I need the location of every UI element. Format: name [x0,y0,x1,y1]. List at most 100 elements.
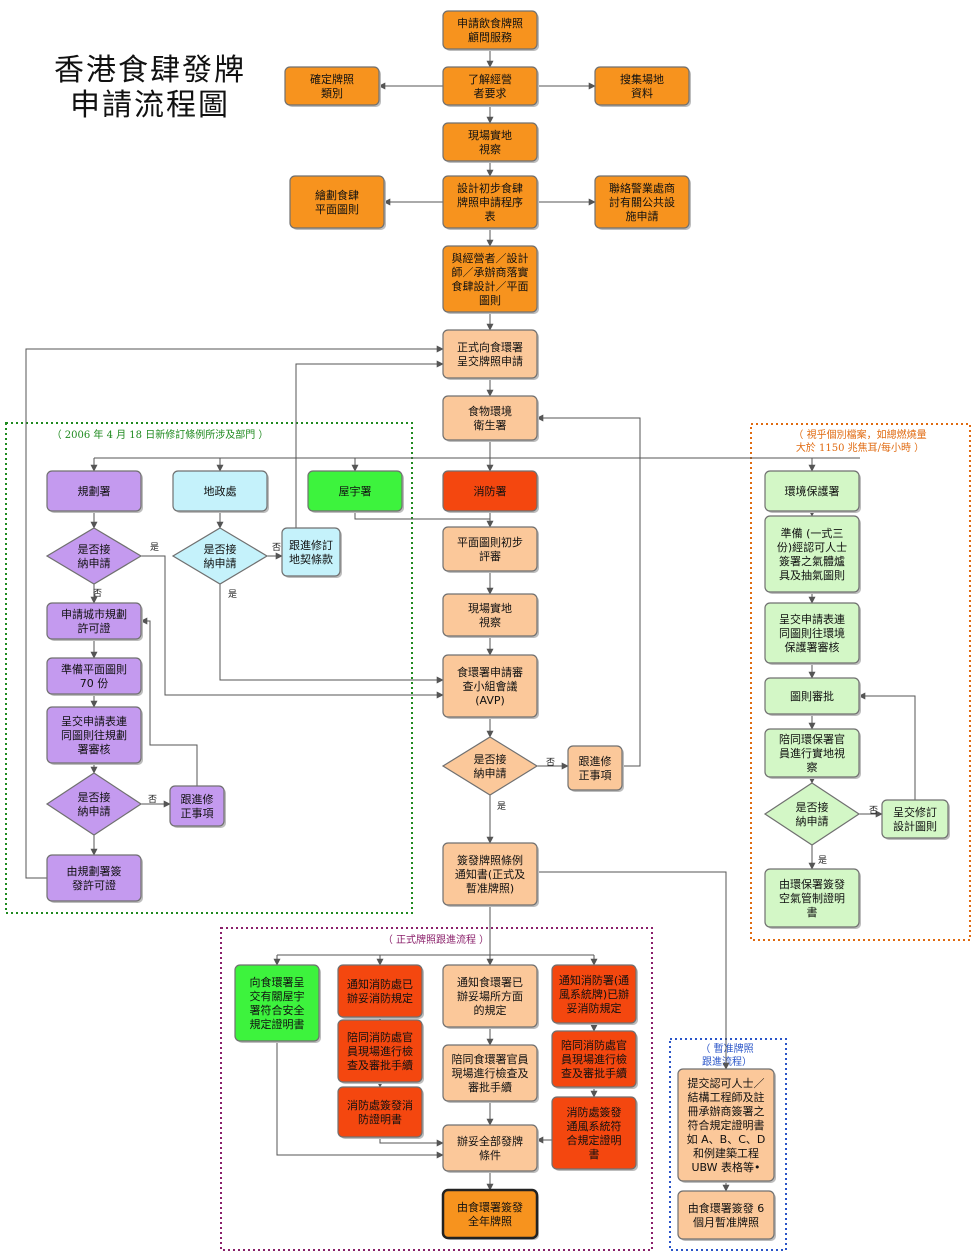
node-p_submit: 呈交申請表連同圖則往規劃署審核 [46,706,143,765]
node-p_permit: 申請城市規劃許可證 [46,602,143,641]
decision-label-no: 否 [93,588,102,599]
group-box-g2006 [5,422,413,914]
node-label-c4: 簽發牌照條例通知書(正式及暫准牌照) [455,853,525,895]
node-label-n6: 正式向食環署呈交牌照申請 [457,340,523,368]
connector-60 [276,1041,444,1159]
node-f2c: 消防處簽發消防證明書 [337,1086,424,1139]
node-label-pq2: 是否接納申請 [78,791,111,818]
node-label-f6: 由食環署簽發全年牌照 [457,1200,523,1228]
connector-30 [295,360,444,528]
node-label-n4r: 聯絡警業處商討有關公共設施申請 [609,181,675,223]
node-c1: 平面圖則初步評審 [442,526,539,573]
node-pq2: 是否接納申請 [45,772,143,836]
node-p_follow: 跟進修正事項 [169,785,226,828]
node-n1: 申請飲食牌照顧問服務 [442,10,539,51]
connector-45 [858,692,916,800]
node-n7: 食物環境衛生署 [442,395,539,442]
group-label-formal: （ 正式牌照跟進流程 ） [383,933,489,946]
node-label-fsd: 消防署 [474,484,507,498]
node-n4: 設計初步食肆牌照申請程序表 [442,175,539,230]
node-n2r: 搜集場地資料 [594,66,691,107]
node-label-pq1: 是否接納申請 [78,543,111,570]
decision-label-yes: 是 [497,801,506,812]
node-label-e4: 陪同環保署官員進行實地視察 [779,732,845,774]
node-label-n3: 現場實地視察 [468,128,512,156]
node-n4l: 繪劃食肆平面圖則 [289,175,386,230]
connector-31 [354,511,490,520]
node-label-f2c: 消防處簽發消防證明書 [347,1098,413,1126]
node-label-n5: 與經營者／設計師／承辦商落實食肆設計／平面圖則 [452,251,529,307]
node-f4a: 通知消防署(通風系統牌)已辦妥消防規定 [551,964,638,1025]
node-label-f3a: 通知食環署已辦妥場所方面的規定 [457,975,523,1017]
node-e2: 呈交申請表連同圖則往環境保護署審核 [764,602,861,665]
node-f3b: 陪同食環署官員現場進行檢查及審批手續 [442,1044,539,1103]
decision-label-yes: 是 [150,542,159,553]
node-f2a: 通知消防處已辦妥消防規定 [337,964,424,1019]
node-c4: 簽發牌照條例通知書(正式及暫准牌照) [442,842,539,907]
node-e1: 準備 (一式三份)經認可人士簽署之氣體爐具及抽氣圖則 [764,515,861,594]
group-box-temp [669,1038,787,1251]
node-c2: 現場實地視察 [442,593,539,638]
node-f6: 由食環署簽發全年牌照 [441,1188,539,1240]
connector-24 [140,617,198,786]
node-f1: 向食環署呈交有關屋宇署符合安全規定證明書 [234,964,321,1043]
node-n3: 現場實地視察 [442,122,539,163]
node-cq: 是否接納申請 [441,736,539,796]
node-label-lq1: 是否接納申請 [204,543,237,570]
node-label-n7: 食物環境衛生署 [468,404,512,432]
node-f3a: 通知食環署已辦妥場所方面的規定 [442,964,539,1029]
node-label-f2b: 陪同消防處官員現場進行檢查及審批手續 [347,1030,413,1072]
group-box-env [750,423,971,941]
decision-label-no: 否 [546,757,555,768]
node-cfollow: 跟進修正事項 [567,745,624,792]
node-lands: 地政處 [172,470,269,513]
node-n6: 正式向食環署呈交牌照申請 [442,329,539,380]
connector-37 [536,414,641,767]
node-label-bd: 屋宇署 [339,485,372,498]
node-label-eq: 是否接納申請 [796,801,829,828]
node-label-c1: 平面圖則初步評審 [457,535,523,563]
node-label-c3: 食環署申請審查小組會議(AVP) [457,665,523,707]
node-label-e3: 圖則審批 [790,689,834,703]
node-label-planning: 規劃署 [78,484,111,498]
node-lfollow: 跟進修訂地契條款 [281,527,342,578]
node-lq1: 是否接納申請 [171,527,269,585]
group-label-temp: （ 暫准牌照跟進流程） [700,1042,753,1068]
node-label-n2r: 搜集場地資料 [620,72,664,100]
node-label-epd: 環境保護署 [785,484,840,498]
node-e3: 圖則審批 [764,677,861,716]
node-label-n4l: 繪劃食肆平面圖則 [315,188,359,216]
node-label-c2: 現場實地視察 [468,601,512,629]
node-label-cq: 是否接納申請 [474,753,507,780]
connector-53 [537,871,730,1070]
node-f5: 辦妥全部發牌條件 [442,1124,539,1173]
node-label-f3b: 陪同食環署官員現場進行檢查及審批手續 [452,1052,529,1094]
node-label-cfollow: 跟進修正事項 [579,754,612,782]
node-n5: 與經營者／設計師／承辦商落實食肆設計／平面圖則 [442,245,539,314]
node-label-f4c: 消防處簽發通風系統符合規定證明書 [567,1105,622,1161]
node-eq: 是否接納申請 [763,782,861,846]
node-bd: 屋宇署 [307,470,404,513]
decision-label-yes: 是 [228,589,237,600]
node-p_issue: 由規劃署簽發許可證 [46,854,143,903]
node-epd: 環境保護署 [764,470,861,513]
node-label-p_issue: 由規劃署簽發許可證 [67,864,122,892]
group-box-formal [220,927,653,1251]
node-label-e1: 準備 (一式三份)經認可人士簽署之氣體爐具及抽氣圖則 [777,526,847,582]
node-e4: 陪同環保署官員進行實地視察 [764,728,861,779]
node-c3: 食環署申請審查小組會議(AVP) [442,654,539,719]
node-label-e2: 呈交申請表連同圖則往環境保護署審核 [779,612,845,654]
node-e5: 由環保署簽發空氣管制證明書 [764,868,861,929]
node-label-n2: 了解經營者要求 [468,72,512,100]
node-label-p_follow: 跟進修正事項 [181,792,214,820]
decision-label-yes: 是 [818,855,827,866]
node-f4c: 消防處簽發通風系統符合規定證明書 [551,1096,638,1171]
node-label-f2a: 通知消防處已辦妥消防規定 [347,977,413,1005]
node-fsd: 消防署 [442,470,539,513]
